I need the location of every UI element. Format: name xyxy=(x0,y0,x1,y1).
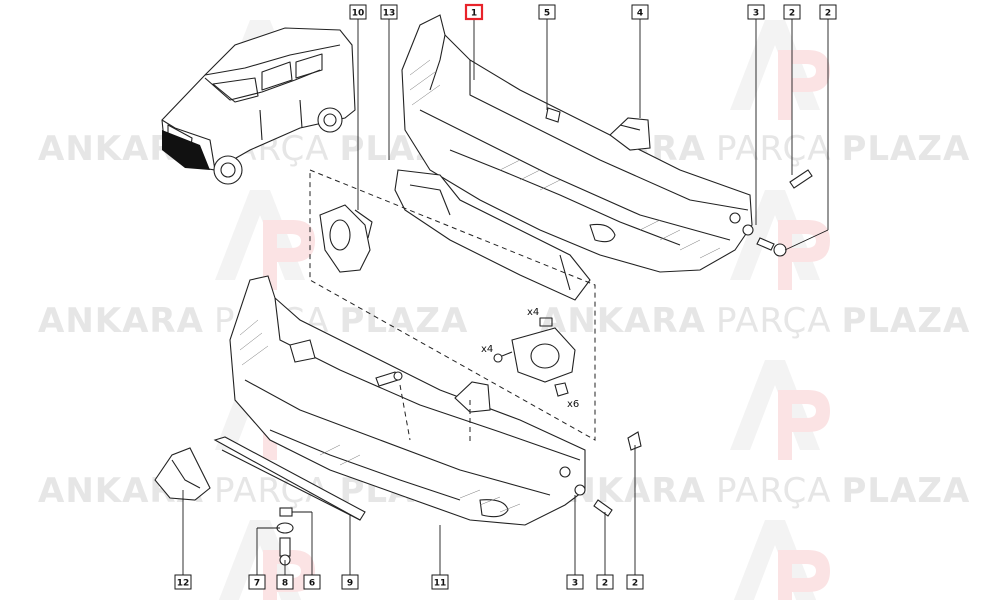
callout-label: 13 xyxy=(383,9,396,19)
watermark-word: PLAZA xyxy=(841,129,970,169)
leader-lines xyxy=(182,19,829,575)
callout: 2 xyxy=(596,574,614,590)
callout: 10 xyxy=(349,4,367,20)
callout-label: 2 xyxy=(602,579,608,589)
callout-label: 2 xyxy=(632,579,638,589)
callout-label: 4 xyxy=(637,9,643,19)
watermark-word: PLAZA xyxy=(339,301,468,341)
fog-lamp-housing-left xyxy=(319,204,373,273)
callout-label: 10 xyxy=(352,9,365,19)
callout: 9 xyxy=(341,574,359,590)
callout-label: 3 xyxy=(572,579,578,589)
callout: 2 xyxy=(626,574,644,590)
watermark-word: PARÇA xyxy=(716,471,832,511)
watermark-word: PLAZA xyxy=(841,471,970,511)
callout: 2 xyxy=(783,4,801,20)
callout-label: 3 xyxy=(753,9,759,19)
right-side-fasteners xyxy=(574,169,813,517)
callout: 5 xyxy=(538,4,556,20)
lower-spoiler-strip xyxy=(213,436,366,521)
watermark-word: PLAZA xyxy=(841,301,970,341)
callout: 2 xyxy=(819,4,837,20)
callout: 11 xyxy=(431,574,449,590)
callout-label: 7 xyxy=(254,579,260,589)
callout-label: 1 xyxy=(471,9,477,19)
watermark-word: PARÇA xyxy=(716,301,832,341)
callout-label: 9 xyxy=(347,579,353,589)
callout-label: 5 xyxy=(544,9,550,19)
quantity-label: x4 xyxy=(481,344,493,355)
watermark-word: ANKARA xyxy=(540,301,706,341)
watermark-word: PARÇA xyxy=(716,129,832,169)
callout: 12 xyxy=(174,574,192,590)
upper-front-bumper xyxy=(401,14,753,273)
watermark-word: ANKARA xyxy=(38,301,204,341)
bracket-outline xyxy=(399,384,471,445)
callout: 4 xyxy=(631,4,649,20)
van-illustration xyxy=(161,27,356,185)
callout: 13 xyxy=(380,4,398,20)
callout-label: 8 xyxy=(282,579,288,589)
callouts-top: 10 13 1 5 4 3 2 2 xyxy=(349,3,837,21)
quantity-label: x6 xyxy=(567,399,579,410)
fog-lamp-housing-right xyxy=(493,317,576,397)
callout: 7 xyxy=(248,574,266,590)
quantity-label: x4 xyxy=(527,307,539,318)
callout-label: 6 xyxy=(309,579,315,589)
bolt xyxy=(375,371,403,387)
callout-highlighted: 1 xyxy=(464,3,484,21)
side-mounting-bracket xyxy=(154,447,211,501)
fog-lamp-group-outline xyxy=(309,169,596,441)
callout-label: 11 xyxy=(434,579,447,589)
callout: 3 xyxy=(747,4,765,20)
callout: 8 xyxy=(276,574,294,590)
callout-label: 2 xyxy=(825,9,831,19)
callout: 3 xyxy=(566,574,584,590)
callout-label: 12 xyxy=(177,579,190,589)
callout: 6 xyxy=(303,574,321,590)
callout-label: 2 xyxy=(789,9,795,19)
callouts-bottom: 12 7 8 6 9 11 3 2 2 xyxy=(174,574,644,590)
